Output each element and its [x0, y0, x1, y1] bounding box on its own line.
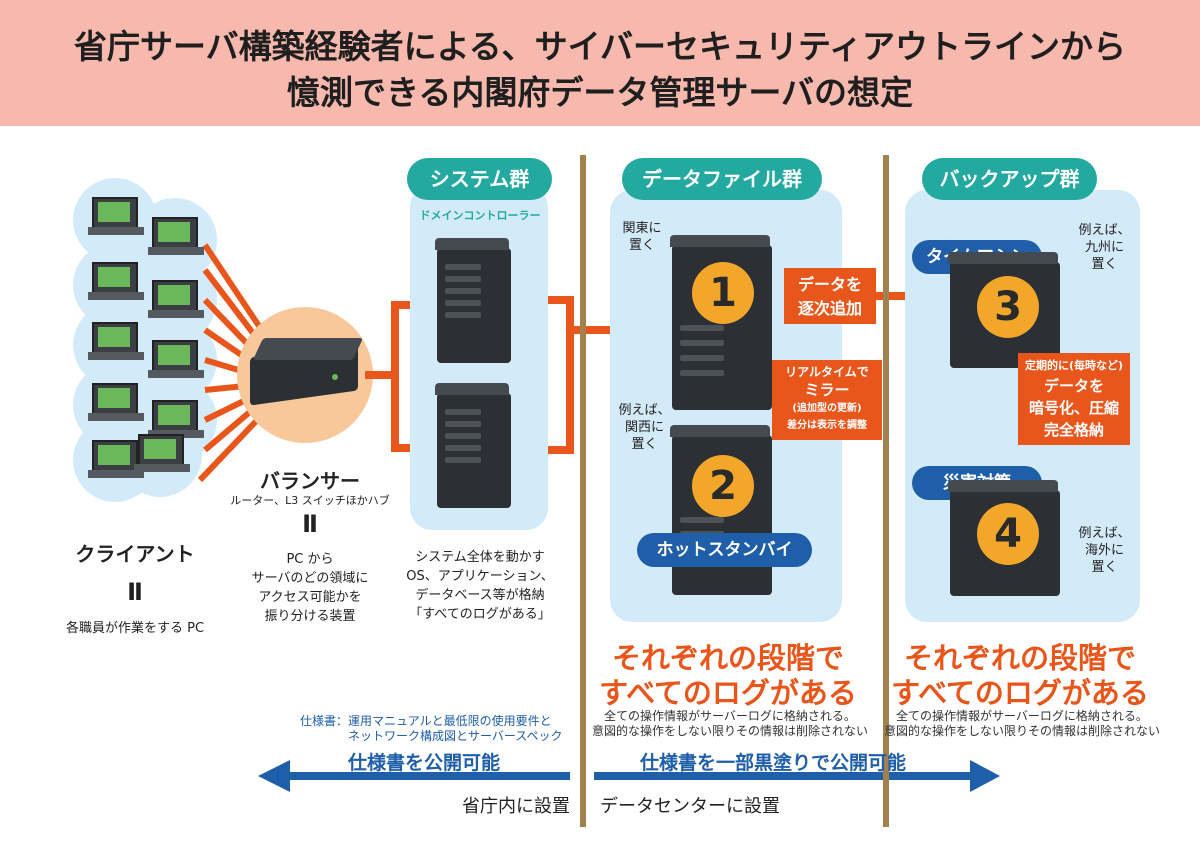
- bottom-arrows: [258, 760, 1000, 792]
- server-tower-icon: [435, 383, 511, 508]
- place-line: 置く: [628, 238, 655, 253]
- system-group-label: システム群: [407, 158, 552, 200]
- laptop-icon: [88, 322, 144, 360]
- laptop-icon: [148, 217, 204, 255]
- server2-place: 例えば、 関西に 置く: [612, 402, 677, 453]
- system-desc-line: OS、アプリケーション、: [406, 569, 554, 584]
- place-line: 例えば、: [618, 403, 671, 418]
- place-line: 例えば、: [1078, 223, 1131, 238]
- hotstandby-badge: ホットスタンバイ: [637, 533, 812, 567]
- balancer-equals: Ⅱ: [302, 510, 318, 538]
- spec-note-1: 仕様書：運用マニュアルと最低限の使用要件と: [300, 714, 552, 728]
- place-line: 九州に: [1084, 240, 1124, 255]
- mirror-line: リアルタイムで: [785, 365, 869, 379]
- laptop-icon: [88, 262, 144, 300]
- domain-controller-label: ドメインコントローラー: [419, 209, 541, 222]
- place-line: 置く: [1091, 257, 1118, 272]
- add-data-box: データを 逐次追加: [784, 268, 876, 324]
- server1-place: 関東に 置く: [612, 220, 672, 254]
- laptop-icon: [88, 440, 144, 478]
- logs-small-1b: 意図的な操作をしない限りその情報は削除されない: [591, 724, 868, 738]
- laptop-icon: [148, 400, 204, 438]
- server-number-4: 4: [977, 503, 1039, 565]
- balancer-desc-line: 振り分ける装置: [264, 609, 356, 624]
- system-desc-line: システム全体を動かす: [415, 550, 545, 565]
- partial-spec-label: 仕様書を一部黒塗りで公開可能: [640, 752, 907, 774]
- logs-heading-1a: それぞれの段階で: [611, 641, 844, 675]
- balancer-desc-line: アクセス可能かを: [258, 590, 362, 605]
- logs-heading-2b: すべてのログがある: [891, 676, 1149, 710]
- title-line-1: 省庁サーバ構築経験者による、サイバーセキュリティアウトラインから: [73, 27, 1127, 66]
- system-desc-line: 「すべてのログがある」: [409, 607, 551, 622]
- periodic-line: データを: [1043, 377, 1104, 395]
- mirror-line: (追加型の更新): [792, 403, 862, 414]
- balancer-label: バランサー: [260, 469, 360, 493]
- divider-left: [580, 155, 586, 827]
- divider-right: [883, 155, 889, 827]
- client-desc: 各職員が作業をする PC: [65, 621, 205, 636]
- logs-small-2b: 意図的な操作をしない限りその情報は削除されない: [883, 724, 1160, 738]
- laptop-icon: [88, 197, 144, 235]
- backup-group-label: バックアップ群: [922, 158, 1097, 200]
- logs-small-1a: 全ての操作情報がサーバーログに格納される。: [604, 709, 856, 723]
- server-number-2: 2: [692, 455, 754, 517]
- laptop-icon: [148, 280, 204, 318]
- periodic-box: 定期的に(毎時など) データを 暗号化、圧縮 完全格納: [1018, 353, 1130, 445]
- balancer-desc-line: サーバのどの領域に: [251, 571, 369, 586]
- periodic-line: 完全格納: [1043, 421, 1104, 439]
- balancer-sub: ルーター、L3 スイッチほかハブ: [230, 494, 390, 507]
- logs-heading-1b: すべてのログがある: [599, 676, 857, 710]
- laptop-icon: [134, 434, 190, 472]
- mirror-line: ミラー: [804, 381, 850, 399]
- place-line: 置く: [1091, 560, 1118, 575]
- laptop-icon: [88, 383, 144, 421]
- laptop-icon: [148, 340, 204, 378]
- add-box-line: 逐次追加: [797, 299, 862, 318]
- place-line: 例えば、: [1078, 526, 1131, 541]
- server4-place: 例えば、 海外に 置く: [1072, 525, 1137, 576]
- mirror-box: リアルタイムで ミラー (追加型の更新) 差分は表示を調整: [772, 360, 882, 440]
- header-banner: 省庁サーバ構築経験者による、サイバーセキュリティアウトラインから 憶測できる内閣…: [0, 0, 1200, 126]
- data-group-label: データファイル群: [622, 158, 822, 200]
- title-line-2: 憶測できる内閣府データ管理サーバの想定: [286, 73, 913, 112]
- datacenter-label: データセンターに設置: [600, 796, 780, 817]
- logs-heading-2a: それぞれの段階で: [903, 641, 1136, 675]
- place-line: 関東に: [622, 221, 662, 236]
- server3-place: 例えば、 九州に 置く: [1072, 222, 1137, 273]
- public-spec-label: 仕様書を公開可能: [348, 752, 501, 774]
- periodic-line: 暗号化、圧縮: [1028, 399, 1119, 417]
- balancer-desc: PC から サーバのどの領域に アクセス可能かを 振り分ける装置: [225, 550, 395, 626]
- add-box-line: データを: [797, 275, 862, 294]
- balancer-desc-line: PC から: [286, 552, 334, 567]
- mirror-line: 差分は表示を調整: [787, 420, 867, 431]
- client-equals: Ⅱ: [127, 578, 143, 606]
- place-line: 関西に: [624, 420, 664, 435]
- periodic-line: 定期的に(毎時など): [1024, 359, 1124, 372]
- server-number-1: 1: [692, 262, 754, 324]
- router-icon: [250, 338, 364, 406]
- client-label: クライアント: [75, 542, 195, 566]
- spec-note-2: ネットワーク構成図とサーバースペック: [348, 729, 563, 743]
- system-desc-line: データベース等が格納: [415, 588, 545, 603]
- server-number-3: 3: [977, 276, 1039, 338]
- server-tower-icon: [435, 238, 511, 363]
- system-group-desc: システム全体を動かす OS、アプリケーション、 データベース等が格納 「すべての…: [385, 548, 575, 624]
- place-line: 置く: [631, 437, 658, 452]
- logs-small-2a: 全ての操作情報がサーバーログに格納される。: [896, 709, 1148, 723]
- place-line: 海外に: [1084, 543, 1124, 558]
- inside-ministry-label: 省庁内に設置: [462, 796, 570, 817]
